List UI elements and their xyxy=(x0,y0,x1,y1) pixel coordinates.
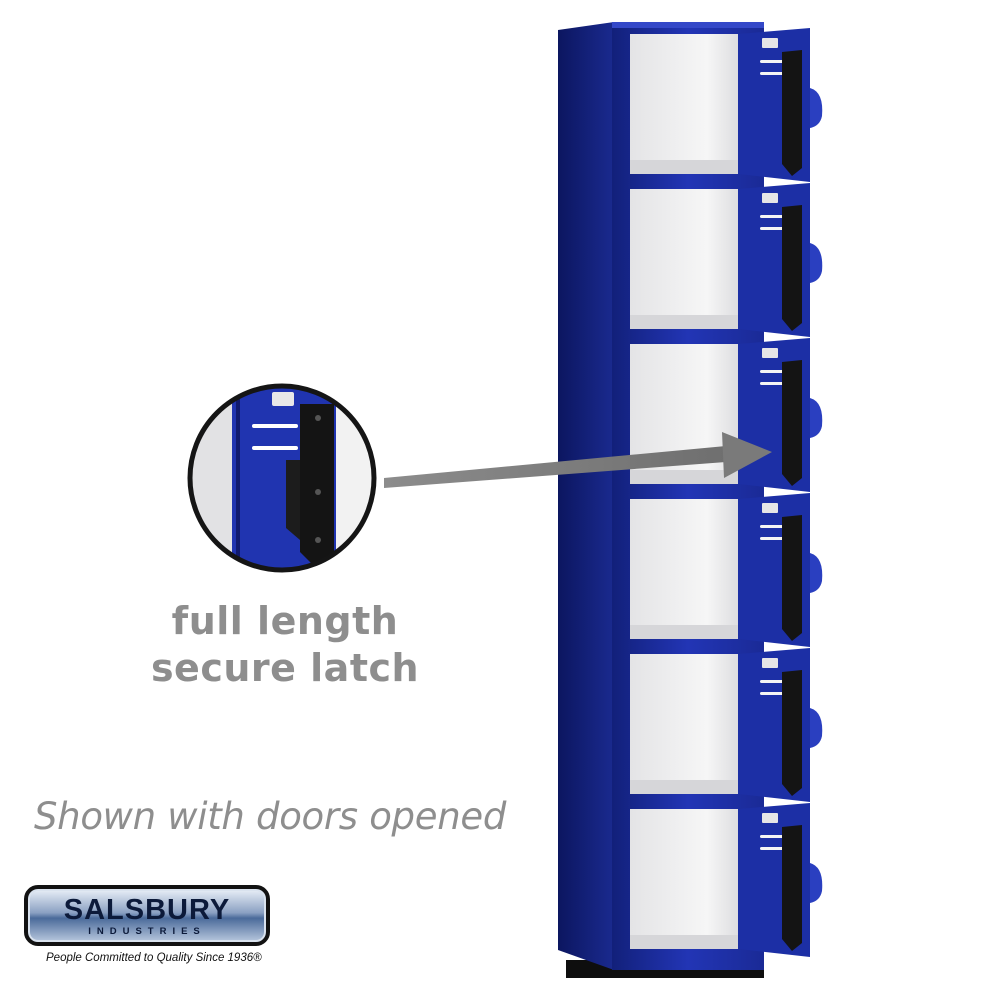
compartment xyxy=(630,28,823,182)
door-hinge-lip xyxy=(810,708,823,748)
vent-slot xyxy=(760,847,788,850)
compartment xyxy=(630,183,823,337)
callout-arrow xyxy=(384,432,772,488)
vent-slot xyxy=(760,692,788,695)
door-number-plate xyxy=(762,193,778,203)
feature-callout: full length secure latch xyxy=(140,598,430,692)
door-latch xyxy=(782,825,802,951)
doors-opened-caption: Shown with doors opened xyxy=(34,795,507,838)
vent-slot xyxy=(760,370,788,373)
locker-side-panel xyxy=(558,22,614,970)
door-latch xyxy=(782,50,802,176)
vent-slot xyxy=(760,72,788,75)
callout-line-2: secure latch xyxy=(150,646,420,690)
compartment-opening xyxy=(630,499,740,639)
door-latch xyxy=(782,360,802,486)
zoom-detail-circle xyxy=(187,383,377,573)
logo-wordmark: SALSBURY xyxy=(63,894,231,926)
brand-tagline: People Committed to Quality Since 1936® xyxy=(46,952,262,964)
vent-slot xyxy=(760,382,788,385)
compartment-opening xyxy=(630,189,740,329)
door-hinge-lip xyxy=(810,863,823,903)
door-hinge-lip xyxy=(810,243,823,283)
compartment-opening xyxy=(630,34,740,174)
zoom-vent-slot xyxy=(252,446,298,450)
logo-subtext: INDUSTRIES xyxy=(88,926,206,937)
door-number-plate xyxy=(762,658,778,668)
vent-slot xyxy=(760,537,788,540)
door-hinge-lip xyxy=(810,398,823,438)
callout-line-1: full length xyxy=(171,599,399,643)
salsbury-logo: SALSBURY INDUSTRIES xyxy=(24,885,270,946)
zoom-latch xyxy=(300,404,334,570)
door-hinge-lip xyxy=(810,553,823,593)
vent-slot xyxy=(760,680,788,683)
door-latch xyxy=(782,515,802,641)
vent-slot xyxy=(760,835,788,838)
zoom-vent-slot xyxy=(252,424,298,428)
compartment-opening xyxy=(630,654,740,794)
door-latch xyxy=(782,205,802,331)
vent-slot xyxy=(760,227,788,230)
door-number-plate xyxy=(762,813,778,823)
vent-slot xyxy=(760,525,788,528)
vent-slot xyxy=(760,60,788,63)
compartment-opening xyxy=(630,809,740,949)
door-number-plate xyxy=(762,348,778,358)
zoom-door-label xyxy=(272,392,294,406)
door-latch xyxy=(782,670,802,796)
door-number-plate xyxy=(762,38,778,48)
compartment xyxy=(630,493,823,647)
door-number-plate xyxy=(762,503,778,513)
compartment xyxy=(630,803,823,957)
vent-slot xyxy=(760,215,788,218)
compartment xyxy=(630,648,823,802)
door-hinge-lip xyxy=(810,88,823,128)
